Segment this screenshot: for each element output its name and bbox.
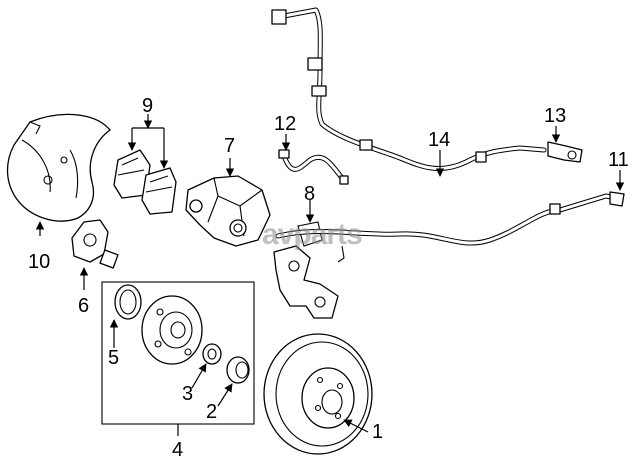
splash-shield [6,113,111,222]
callout-14: 14 [428,129,450,151]
abs-wire [271,7,547,171]
leader-lines [35,114,625,436]
callout-11: 11 [608,149,629,171]
brake-hose [278,149,349,185]
callout-3: 3 [182,383,193,405]
callout-9: 9 [142,95,153,117]
callout-2: 2 [206,401,217,423]
callout-8: 8 [304,183,315,205]
watermark-logo: avparts [262,218,362,251]
hub-assembly-group [101,281,255,425]
callout-7: 7 [224,135,235,157]
callout-labels: 1 2 3 4 5 6 7 8 9 10 11 12 13 14 [28,95,629,461]
caliper-bracket [273,221,339,319]
callout-10: 10 [28,251,50,273]
callout-4: 4 [172,439,183,461]
abs-sensor [547,141,583,163]
brake-line [275,191,625,263]
brake-pads [113,149,177,215]
callout-6: 6 [78,295,89,317]
brake-caliper [185,175,271,247]
callout-13: 13 [544,105,566,127]
brake-rotor [263,333,373,455]
callout-1: 1 [372,421,383,443]
spindle [71,219,119,269]
callout-5: 5 [108,347,119,369]
callout-12: 12 [274,113,296,135]
